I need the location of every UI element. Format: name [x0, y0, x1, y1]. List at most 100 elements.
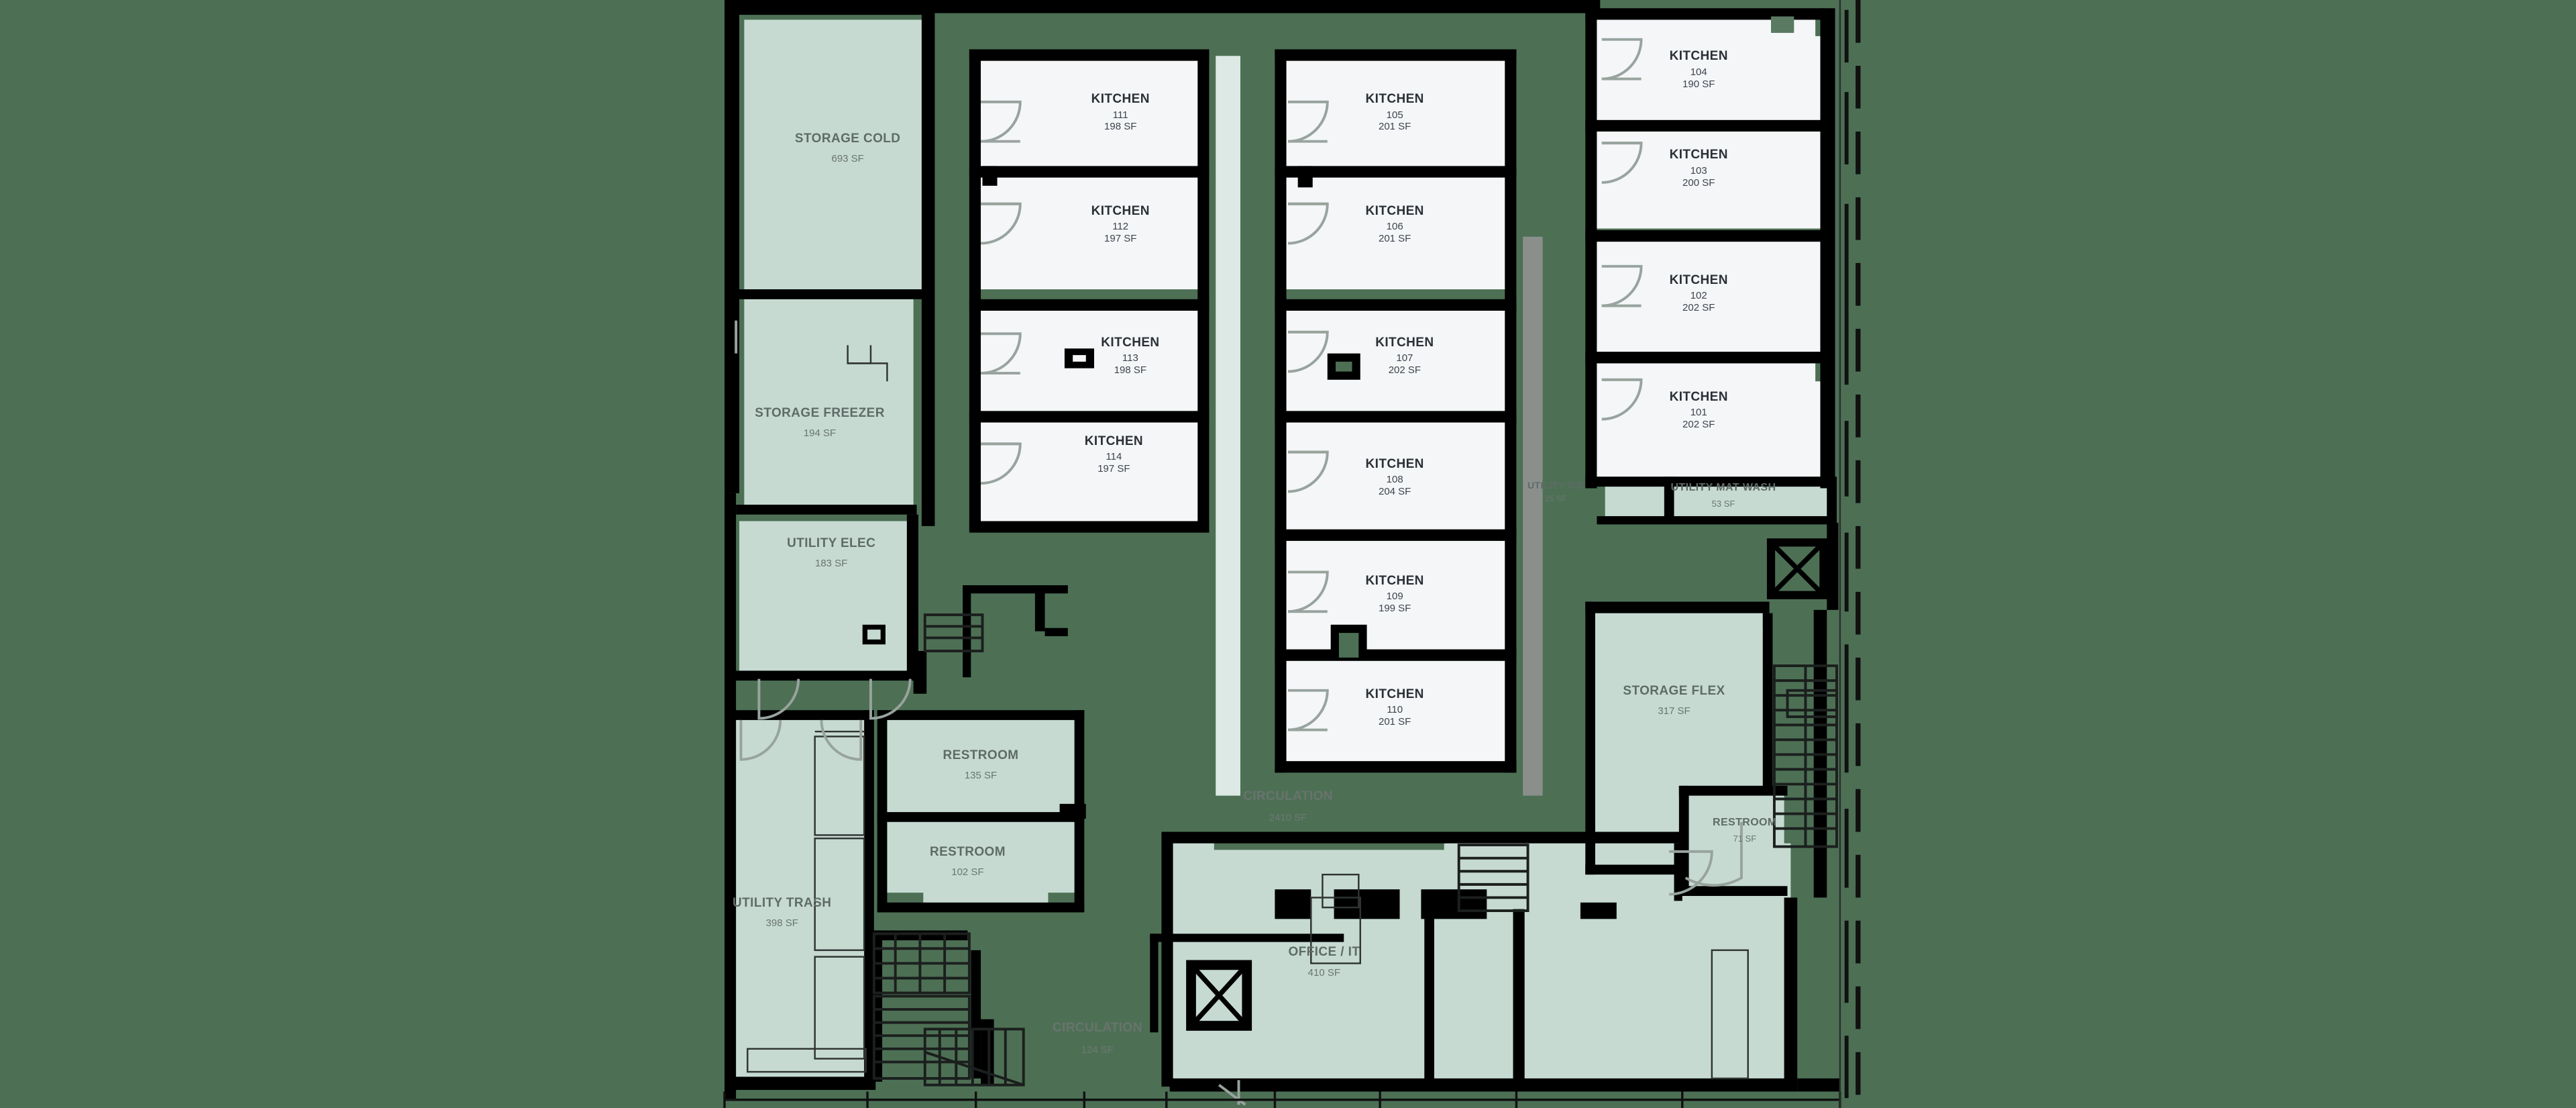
- door-kitchen-109: [1287, 570, 1329, 613]
- wall-restroom-west: [877, 710, 888, 911]
- wall-east-outer-bottom: [1797, 1078, 1840, 1092]
- support-room-fills: [733, 19, 1829, 1087]
- wall-elec-east: [906, 514, 918, 678]
- room-fill-utility-elec: [739, 521, 917, 678]
- wall-trash-north: [724, 710, 873, 720]
- wall-east-outer: [1827, 522, 1839, 610]
- wall-office-jamb-1: [1275, 889, 1311, 919]
- wall-utility-ice-east: [1664, 476, 1674, 523]
- room-fill-kitchen-104: [1595, 19, 1829, 122]
- room-fill-kitchen-110: [1281, 660, 1509, 770]
- wall-flex-west: [1585, 601, 1595, 875]
- stair-upper-left: [923, 613, 984, 652]
- room-fill-storage-cold: [744, 19, 928, 290]
- room-fill-restroom-102: [883, 820, 1078, 906]
- shaft-boxes: [1186, 538, 1828, 1031]
- door-kitchen-112: [981, 202, 1022, 245]
- equipment-blocks: [862, 16, 1794, 658]
- room-fill-kitchen-106: [1281, 177, 1509, 290]
- wall-blockC-div-105-106: [1275, 166, 1517, 178]
- room-fill-utility-trash: [733, 717, 868, 1082]
- wall-elec-south: [733, 670, 917, 681]
- wall-office-north-a: [1166, 832, 1446, 844]
- line-trash-bin-3: [814, 956, 865, 1060]
- stair-office-north: [1457, 844, 1529, 913]
- door-utility-trash-b: [820, 719, 863, 761]
- wall-office-north-b: [1442, 832, 1682, 844]
- wall-office-mid-vert: [1513, 909, 1525, 1087]
- door-utility-elec-b: [869, 678, 912, 720]
- wall-stair-top: [913, 651, 927, 694]
- marker-top-left: [1771, 16, 1794, 33]
- door-office-east: [1669, 850, 1713, 896]
- wall-blockC-div-109-110: [1275, 649, 1517, 661]
- stair-lower-left: [872, 932, 971, 995]
- stairs: [872, 613, 1838, 1087]
- room-fill-corridor-mid: [1216, 56, 1240, 796]
- wall-blockB-east: [1197, 49, 1210, 532]
- door-kitchen-114: [981, 442, 1022, 485]
- wall-flex-east: [1762, 613, 1773, 789]
- door-utility-trash-a: [739, 719, 782, 761]
- wall-left-outer-lower: [724, 493, 737, 1100]
- wall-office-inner-vert: [1674, 843, 1682, 901]
- wall-office-jamb-2: [1334, 889, 1400, 919]
- door-kitchen-113: [981, 332, 1022, 375]
- wall-circ-124-north-b: [1150, 934, 1344, 942]
- wall-corridor-west-4: [1044, 627, 1068, 636]
- wall-office-mid-vert2: [1424, 909, 1434, 1087]
- wall-westblock-east: [921, 0, 935, 526]
- room-fill-kitchen-102: [1595, 242, 1829, 352]
- room-fill-utility-ice: [1605, 483, 1671, 517]
- door-swings: [735, 38, 1743, 1106]
- line-trash-cabinet: [747, 1048, 867, 1073]
- wall-blockD-div-103-102: [1585, 230, 1832, 242]
- line-trash-bin-2: [814, 838, 865, 952]
- wall-restroom-south: [877, 902, 1085, 913]
- door-kitchen-101: [1601, 378, 1643, 421]
- wall-blockC-div-108-109: [1275, 529, 1517, 541]
- room-fill-kitchen-103: [1595, 131, 1831, 229]
- wall-restroom-north: [877, 710, 1085, 720]
- wall-blockD-west: [1585, 8, 1597, 489]
- wall-blockB-div-112-113: [969, 299, 1210, 311]
- wall-utility-strip-north: [1597, 476, 1835, 487]
- room-fill-utility-mat-wash: [1674, 483, 1829, 517]
- stair-lower-left-run: [872, 995, 971, 1080]
- wall-utility-strip-south: [1597, 516, 1835, 525]
- door-restroom-71: [1684, 821, 1743, 887]
- wall-restroom-door-jamb: [1059, 803, 1086, 819]
- wall-north-central: [930, 0, 1601, 13]
- wall-blockC-south: [1275, 761, 1517, 773]
- room-fill-kitchen-105: [1281, 57, 1509, 170]
- door-kitchen-111: [981, 100, 1022, 143]
- room-fill-storage-flex: [1590, 611, 1771, 872]
- wall-blockC-east: [1505, 49, 1517, 773]
- equipment-kitchen-113: [1064, 348, 1095, 368]
- door-kitchen-107: [1287, 330, 1329, 373]
- shaft-northeast: [1766, 538, 1828, 599]
- equipment-kitchen-109: [1330, 624, 1367, 658]
- wall-blockC-west: [1275, 49, 1287, 773]
- line-cold-niche-2: [847, 362, 888, 382]
- wall-blockB-div-113-114: [969, 411, 1210, 423]
- wall-utility-strip-east: [1827, 476, 1837, 525]
- wall-blockC-north: [1275, 49, 1517, 61]
- door-kitchen-103: [1601, 142, 1643, 184]
- wall-corridor-west-2: [963, 585, 971, 678]
- door-kitchen-106: [1287, 202, 1329, 245]
- structural-walls: [724, 0, 1840, 1100]
- wall-blockC-div-106-107: [1275, 299, 1517, 311]
- stair-east-run: [1772, 664, 1838, 848]
- door-kitchen-102: [1601, 264, 1643, 307]
- room-fill-kitchen-107: [1281, 310, 1509, 415]
- wall-office-jamb-4: [1580, 902, 1617, 919]
- equipment-utility-elec-panel: [862, 624, 885, 645]
- wall-blockB-north: [969, 49, 1210, 61]
- shaft-office: [1186, 960, 1252, 1031]
- wall-blockD-div-102-101: [1585, 352, 1825, 364]
- wall-corridor-lower-2: [981, 1019, 994, 1085]
- corridor-gray-strip: [1523, 236, 1543, 796]
